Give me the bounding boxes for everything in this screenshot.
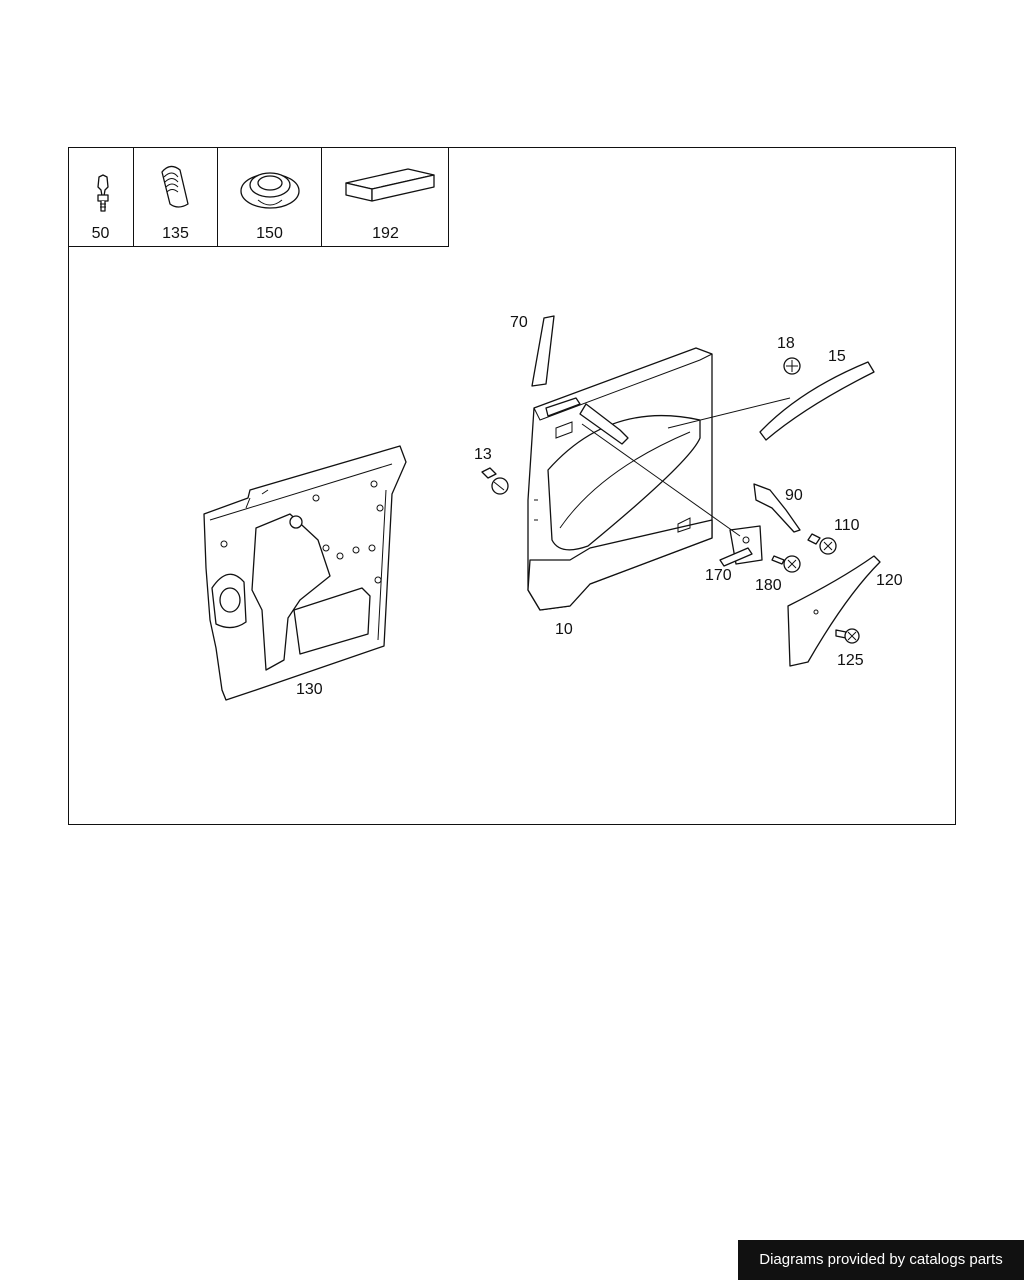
callout-15: 15 (828, 348, 846, 365)
leader-lines (581, 397, 791, 537)
screw-110 (807, 533, 837, 555)
credit-footer: Diagrams provided by catalogs parts (738, 1240, 1024, 1280)
screw-180 (771, 555, 801, 573)
legend-strip: 50 135 150 192 (68, 147, 449, 247)
legend-cell-foam: 192 (322, 147, 449, 246)
legend-number: 50 (91, 225, 110, 242)
diagram-frame (68, 147, 956, 825)
armrest-trim-15 (759, 361, 875, 441)
foam-block-icon (345, 168, 435, 202)
legend-number: 150 (256, 225, 283, 242)
callout-18: 18 (777, 335, 795, 352)
legend-cell-tape: 135 (134, 147, 218, 246)
legend-cell-clip: 50 (68, 147, 134, 246)
callout-110: 110 (834, 517, 860, 534)
callout-70: 70 (510, 314, 528, 331)
callout-180: 180 (755, 577, 782, 594)
window-seal-strip-70 (531, 315, 555, 387)
handle-bracket-170 (719, 525, 763, 567)
grommet-icon (240, 172, 300, 209)
callout-13: 13 (474, 446, 492, 463)
inner-door-panel-130 (203, 445, 407, 701)
callout-130: 130 (296, 681, 323, 698)
legend-number: 135 (162, 225, 189, 242)
bracket-90 (753, 483, 801, 533)
cap-18 (783, 357, 801, 375)
door-trim-panel-10 (527, 347, 713, 611)
legend-cell-grommet: 150 (218, 147, 322, 246)
screw-125 (835, 628, 860, 644)
tape-roll-icon (161, 165, 189, 208)
clip-13 (481, 467, 509, 495)
callout-90: 90 (785, 487, 803, 504)
clip-icon (97, 174, 109, 212)
legend-number: 192 (372, 225, 399, 242)
callout-170: 170 (705, 567, 732, 584)
callout-125: 125 (837, 652, 864, 669)
callout-10: 10 (555, 621, 573, 638)
callout-120: 120 (876, 572, 903, 589)
cover-trim-120 (787, 555, 881, 667)
